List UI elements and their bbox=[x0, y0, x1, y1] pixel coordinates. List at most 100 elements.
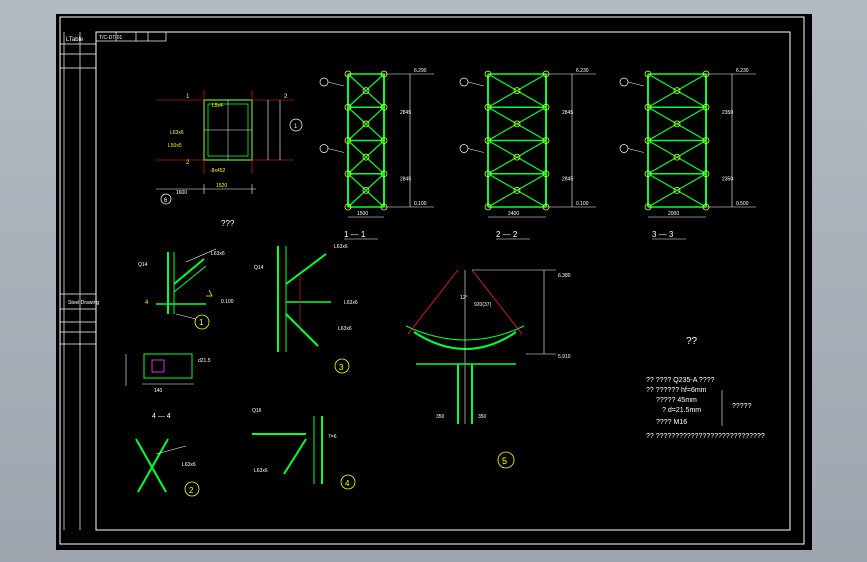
frame-node bbox=[344, 103, 352, 111]
frame-node bbox=[673, 120, 681, 128]
dim-label: 2845 bbox=[400, 176, 411, 182]
notes-heading: ?? bbox=[686, 336, 698, 347]
frame-brace bbox=[487, 106, 547, 142]
frame-brace bbox=[487, 139, 547, 175]
note-line: ?? ???? Q235-A ???? bbox=[646, 377, 715, 384]
note-line: ? d=21.5mm bbox=[662, 407, 701, 414]
frame-node bbox=[644, 103, 652, 111]
detail-2 bbox=[135, 438, 200, 497]
frame-node bbox=[673, 153, 681, 161]
detail-4 bbox=[252, 416, 356, 490]
frame-width-label: 2400 bbox=[508, 211, 519, 217]
frame-node bbox=[513, 153, 521, 161]
member-tag bbox=[319, 77, 329, 87]
plan-circle-label: 6 bbox=[164, 198, 168, 204]
frame-width-label: 2000 bbox=[668, 211, 679, 217]
frame-node bbox=[344, 70, 352, 78]
detail-number: 1 bbox=[199, 318, 204, 327]
frame-node bbox=[644, 137, 652, 144]
frame-node bbox=[380, 103, 388, 111]
detail-number: 4 bbox=[345, 479, 350, 488]
frame-node bbox=[702, 137, 710, 144]
elevation-label: 6.380 bbox=[558, 273, 571, 279]
dim-label: 2845 bbox=[562, 110, 573, 116]
frame-node bbox=[362, 186, 370, 194]
frame-node bbox=[673, 186, 681, 194]
elevation-label: 5.910 bbox=[558, 354, 571, 360]
plan-label: L50x5 bbox=[168, 143, 182, 149]
detail-label: L63x6 bbox=[338, 326, 352, 332]
plan-axis-marker: 2 bbox=[284, 94, 288, 100]
member-leader bbox=[327, 81, 345, 87]
detail-label: L63x6 bbox=[254, 468, 268, 474]
plan-label: L5x4 bbox=[212, 103, 223, 109]
detail-label: Q14 bbox=[138, 262, 148, 268]
member-tag bbox=[319, 144, 329, 153]
frame-node bbox=[644, 70, 652, 78]
plan-axis-marker: 1 bbox=[294, 124, 298, 130]
frame-brace bbox=[647, 139, 707, 175]
member-tag bbox=[619, 144, 629, 153]
frame-node bbox=[380, 137, 388, 144]
note-side: ????? bbox=[732, 403, 752, 410]
plan-axis-marker: 2 bbox=[186, 160, 190, 166]
detail-label: L63x6 bbox=[211, 251, 225, 257]
elevation-bottom-label: 0.500 bbox=[736, 201, 749, 207]
plan-label: L63x6 bbox=[170, 130, 184, 136]
note-line: ?? ???????????????????????????? bbox=[646, 433, 765, 440]
frame-node bbox=[702, 170, 710, 178]
detail-label: 920(37) bbox=[474, 302, 492, 308]
member-leader bbox=[467, 81, 485, 87]
frame-node bbox=[344, 203, 352, 211]
drawing-viewport[interactable]: LTable Steel Drawing T/C-DT-01 bbox=[56, 14, 812, 550]
frame-title: 3 — 3 bbox=[652, 230, 674, 239]
dim-label: 2845 bbox=[562, 176, 573, 182]
frame-node bbox=[513, 186, 521, 194]
frame-node bbox=[542, 137, 550, 144]
frame-node bbox=[362, 87, 370, 95]
section-label: 140 bbox=[154, 388, 163, 394]
note-line: ?? ?????? hf=6mm bbox=[646, 387, 707, 394]
detail-label: L63x6 bbox=[334, 244, 348, 250]
frame-brace bbox=[487, 73, 547, 108]
outer-border bbox=[59, 16, 805, 545]
section-label: d21.5 bbox=[198, 358, 211, 364]
frame-brace bbox=[647, 173, 707, 208]
frame-brace bbox=[347, 106, 385, 141]
frame-node bbox=[513, 120, 521, 128]
detail-1 bbox=[156, 248, 217, 330]
frame-node bbox=[484, 103, 492, 111]
frame-node bbox=[484, 70, 492, 78]
elevation-bottom-label: 0.100 bbox=[576, 201, 589, 207]
detail-label: L63x6 bbox=[344, 300, 358, 306]
frame-brace bbox=[487, 173, 547, 208]
frame-brace bbox=[647, 73, 707, 108]
frame-node bbox=[344, 137, 352, 144]
member-leader bbox=[467, 148, 485, 153]
detail-label: L63x6 bbox=[182, 462, 196, 468]
dim-label: 2845 bbox=[400, 110, 411, 116]
detail-label: Q16 bbox=[252, 408, 262, 414]
frame-node bbox=[484, 137, 492, 144]
plan-label: -8x452 bbox=[210, 168, 226, 174]
plan-dim: 1600 bbox=[176, 190, 187, 196]
frame-title: 2 — 2 bbox=[496, 230, 518, 239]
drawing-sheet: LTable Steel Drawing T/C-DT-01 bbox=[59, 16, 805, 545]
frame-brace bbox=[647, 106, 707, 142]
frame-brace bbox=[347, 173, 385, 208]
frame-node bbox=[513, 87, 521, 95]
elevation-top-label: 6.230 bbox=[736, 68, 749, 74]
member-leader bbox=[327, 148, 345, 153]
top-title-strip bbox=[95, 31, 167, 42]
frame-brace bbox=[347, 140, 385, 175]
frame-node bbox=[644, 170, 652, 178]
detail-label: Q14 bbox=[254, 265, 264, 271]
frame-node bbox=[542, 170, 550, 178]
elevation-top-label: 6.230 bbox=[576, 68, 589, 74]
detail-label: 12° bbox=[460, 295, 468, 301]
plan-circle-marker bbox=[289, 118, 303, 132]
member-tag bbox=[459, 77, 469, 87]
member-leader bbox=[627, 81, 645, 87]
frame-node bbox=[484, 203, 492, 211]
